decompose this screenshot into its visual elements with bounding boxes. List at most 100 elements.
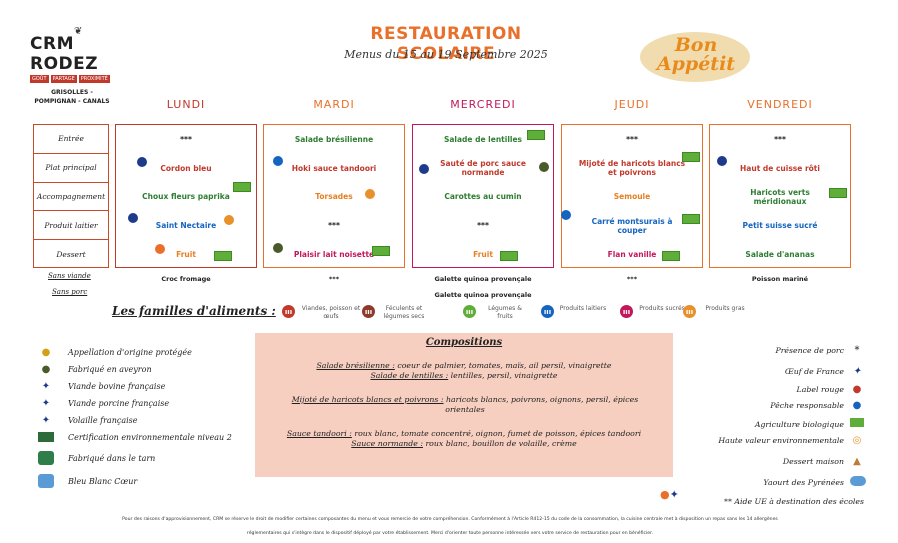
legend-right-item: Œuf de France✦ [785,366,864,377]
label-icon [128,213,138,223]
menu-item: *** [774,134,786,144]
yaourt-icon [850,476,866,489]
family-label: Viandes, poisson et œufs [301,305,361,320]
row-label-laitier: Produit laitier [34,211,108,241]
bbc-icon [38,474,54,488]
menu-item: Choux fleurs paprika [142,192,230,202]
footer: Pour des raisons d'approvisionnement, CR… [30,513,870,541]
bio-badge-icon [829,188,847,198]
aveyron-icon: ● [41,363,51,375]
bio-badge-icon [372,246,390,256]
legend-item: ✦Volaille française [38,414,138,426]
menu-item: Haricots verts méridionaux [750,187,810,206]
legend-right-item: Yaourt des Pyrénées [763,476,866,489]
tarn-icon [38,451,54,465]
logo-tagline: GOÛT PARTAGE PROXIMITÉ [30,75,140,83]
hve-icon: ◎ [852,435,862,446]
legend-item: ✦Viande porcine française [38,397,169,409]
row-label-dessert: Dessert [56,250,86,260]
label-icon [419,164,429,174]
legend-right-item: Agriculture biologique [755,418,864,430]
menu-item: Flan vanille [607,250,657,260]
family-label: Produits gras [705,305,745,312]
day-name: LUNDI [166,98,206,111]
sans-viande-item: *** [328,275,340,283]
msc-icon: ● [852,400,862,411]
menu-item: Cordon bleu [160,163,212,173]
bon-appetit-text: Bon Appétit [656,34,736,75]
menu-item: Hoki sauce tandoori [291,163,377,173]
day-name: VENDREDI [747,98,813,111]
compositions-box: Compositions Salade brésilienne : coeur … [255,333,673,477]
legend-item: ●Appellation d'origine protégée [38,346,192,358]
label-icon [137,157,147,167]
menu-item: Haut de cuisse rôti [740,163,820,173]
family-label: Produits laitiers [559,305,607,312]
menu-item: Sauté de porc sauce normande [440,159,526,178]
crm-logo: CRM RODEZ GOÛT PARTAGE PROXIMITÉ [30,34,140,83]
family-circle-icon: ııı [683,305,696,318]
sans-viande-item: Croc fromage [161,275,211,283]
asterisk-icon: * [854,345,860,356]
legend-right-item: ** Aide UE à destination des écoles [724,497,864,506]
family-label: Féculents et légumes secs [383,305,425,320]
family-circle-icon: ııı [463,305,476,318]
menu-item: Carré montsurais à couper [591,216,673,235]
compositions-title: Compositions [425,337,503,348]
poultry-icon: ✦ [41,414,51,426]
page-subtitle: Menus du 15 au 19 Septembre 2025 [344,48,548,61]
page-title: RESTAURATION SCOLAIRE [370,24,522,64]
menu-item: Fruit [176,250,196,260]
leaf-logo-icon: ❦ [74,26,83,37]
family-circle-icon: ııı [282,305,295,318]
sans-viande-item: Poisson mariné [751,275,809,283]
footer-line-1: Pour des raisons d'approvisionnement, CR… [122,517,778,522]
bio-badge-icon [500,251,518,261]
menu-item: Salade de lentilles [443,134,523,144]
label-icon [717,156,727,166]
logo-tag: PROXIMITÉ [78,75,110,83]
composition-line: Salade de lentilles : lentilles, persil,… [370,371,558,380]
family-circle-icon: ııı [362,305,375,318]
label-icon [273,243,283,253]
label-icon [561,210,571,220]
label-icon [273,156,283,166]
logo-tag: PARTAGE [50,75,77,83]
menu-item: Salade brésilienne [294,134,374,144]
row-label-plat: Plat principal [34,154,108,183]
day-name: MERCREDI [450,98,516,111]
label-icon [224,215,234,225]
logo-tag: GOÛT [30,75,49,83]
logo-name: CRM RODEZ [30,34,99,74]
legend-item: ●Fabriqué en aveyron [38,363,152,375]
legend-item: Fabriqué dans le tarn [38,451,155,465]
school-name: GRISOLLES - POMPIGNAN - CANALS [34,89,110,105]
family-item: ııı Produits laitiers [541,305,608,318]
menu-item: Carottes au cumin [444,192,522,202]
egg-icon: ✦ [852,366,862,377]
composition-line: Sauce normande : roux blanc, bouillon de… [351,439,577,448]
menu-item: Mijoté de haricots blancs et poivrons [578,159,686,178]
sublabel-sans-viande: Sans viande [48,272,91,280]
bio-badge-icon [662,251,680,261]
day-name: JEUDI [614,98,650,111]
family-circle-icon: ııı [541,305,554,318]
sans-viande-item: Galette quinoa provençale [434,275,532,283]
menu-item: Torsades [315,192,353,202]
row-label-entree: Entrée [34,125,108,154]
composition-line: Salade brésilienne : coeur de palmier, t… [316,361,612,370]
pork-icon: ✦ [41,397,51,409]
family-item: ııı Féculents et légumes secs [362,305,429,321]
bio-badge-icon [527,130,545,140]
menu-item: Plaisir lait noisette [293,250,375,260]
bio-badge-icon [682,214,700,224]
legend-right-item: Pêche responsable● [770,400,864,411]
label-icon [539,162,549,172]
menu-item: *** [477,221,489,231]
sans-porc-item: Galette quinoa provençale [434,291,532,299]
